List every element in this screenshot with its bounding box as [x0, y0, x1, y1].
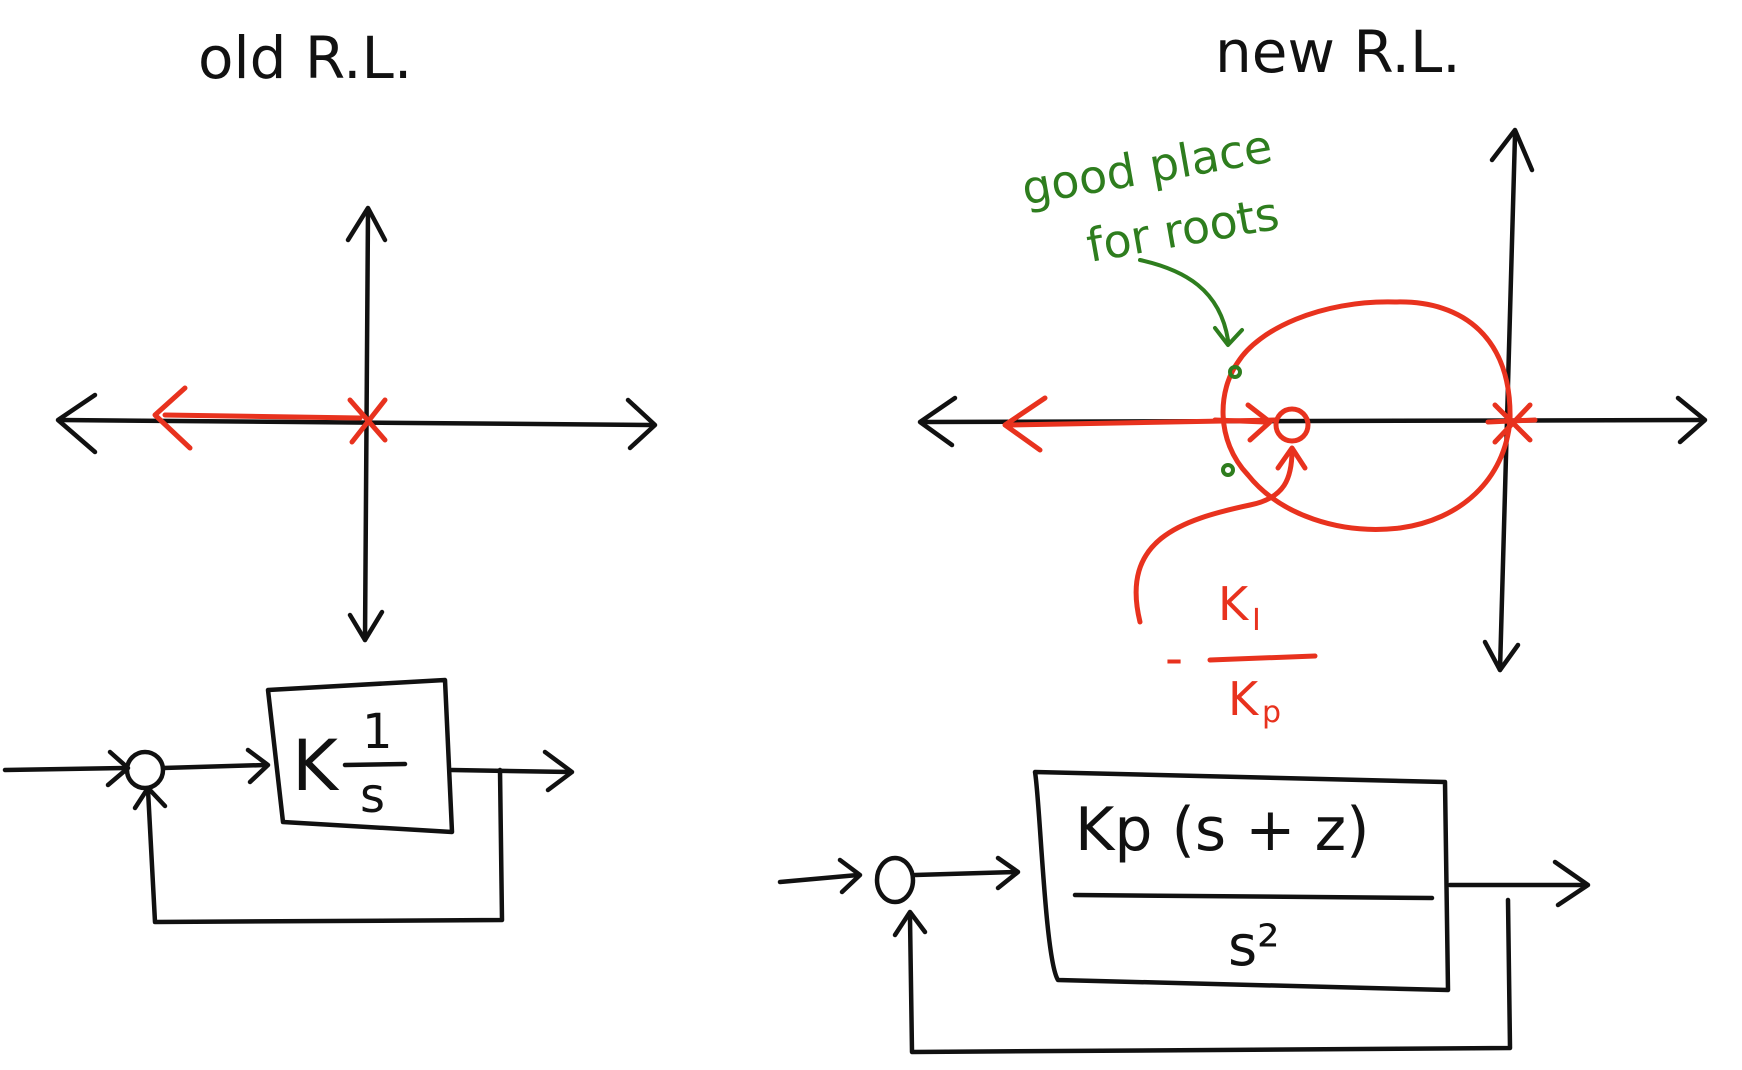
new-plant-den: s²	[1228, 914, 1280, 979]
new-feedback-path	[907, 897, 1513, 1055]
zero-label-den-sub: p	[1262, 695, 1281, 730]
old-plant-gain: K	[292, 725, 340, 807]
new-rl-zero-marker	[1273, 406, 1311, 444]
new-root-locus-panel: new R.L. good place	[917, 18, 1708, 730]
annotation-pointer	[1138, 258, 1230, 342]
new-rl-double-pole-marker	[1485, 402, 1538, 445]
new-rl-title: new R.L.	[1215, 18, 1461, 86]
old-rl-title: old R.L.	[198, 24, 412, 92]
zero-label-den: K	[1228, 672, 1260, 726]
old-root-locus-panel: old R.L.	[55, 24, 658, 643]
old-input-arrow	[2, 765, 128, 773]
zero-location-label: - K I K p	[1133, 445, 1318, 730]
new-plant-num: Kp (s + z)	[1075, 795, 1370, 865]
old-rl-real-axis	[55, 392, 658, 455]
new-rl-real-axis	[917, 395, 1708, 448]
zero-label-minus: -	[1165, 629, 1183, 687]
desired-root-upper	[1228, 365, 1242, 379]
old-output-arrow	[449, 767, 573, 775]
new-rl-locus-branch	[1002, 395, 1278, 453]
old-plant-num: 1	[362, 704, 393, 760]
zero-label-num-sub: I	[1252, 603, 1261, 638]
new-plant-tf: Kp (s + z) s²	[1072, 795, 1435, 979]
old-plant-tf: K 1 s	[292, 704, 408, 824]
new-input-arrow	[777, 872, 861, 885]
old-rl-locus-branch	[152, 385, 363, 451]
old-rl-pole-marker	[347, 397, 388, 445]
zero-label-pointer	[1133, 447, 1295, 625]
new-summing-junction	[874, 855, 916, 905]
old-feedback-path	[145, 767, 505, 925]
new-block-diagram: Kp (s + z) s²	[777, 769, 1591, 1055]
new-plant-block	[1032, 769, 1451, 993]
old-plant-block	[265, 677, 455, 835]
old-plant-den: s	[360, 768, 385, 824]
old-summing-junction	[124, 749, 166, 791]
new-rl-locus-circle	[1220, 299, 1513, 532]
old-block-diagram: K 1 s	[2, 677, 575, 925]
desired-root-lower	[1221, 463, 1235, 477]
zero-label-num: K	[1218, 577, 1250, 631]
